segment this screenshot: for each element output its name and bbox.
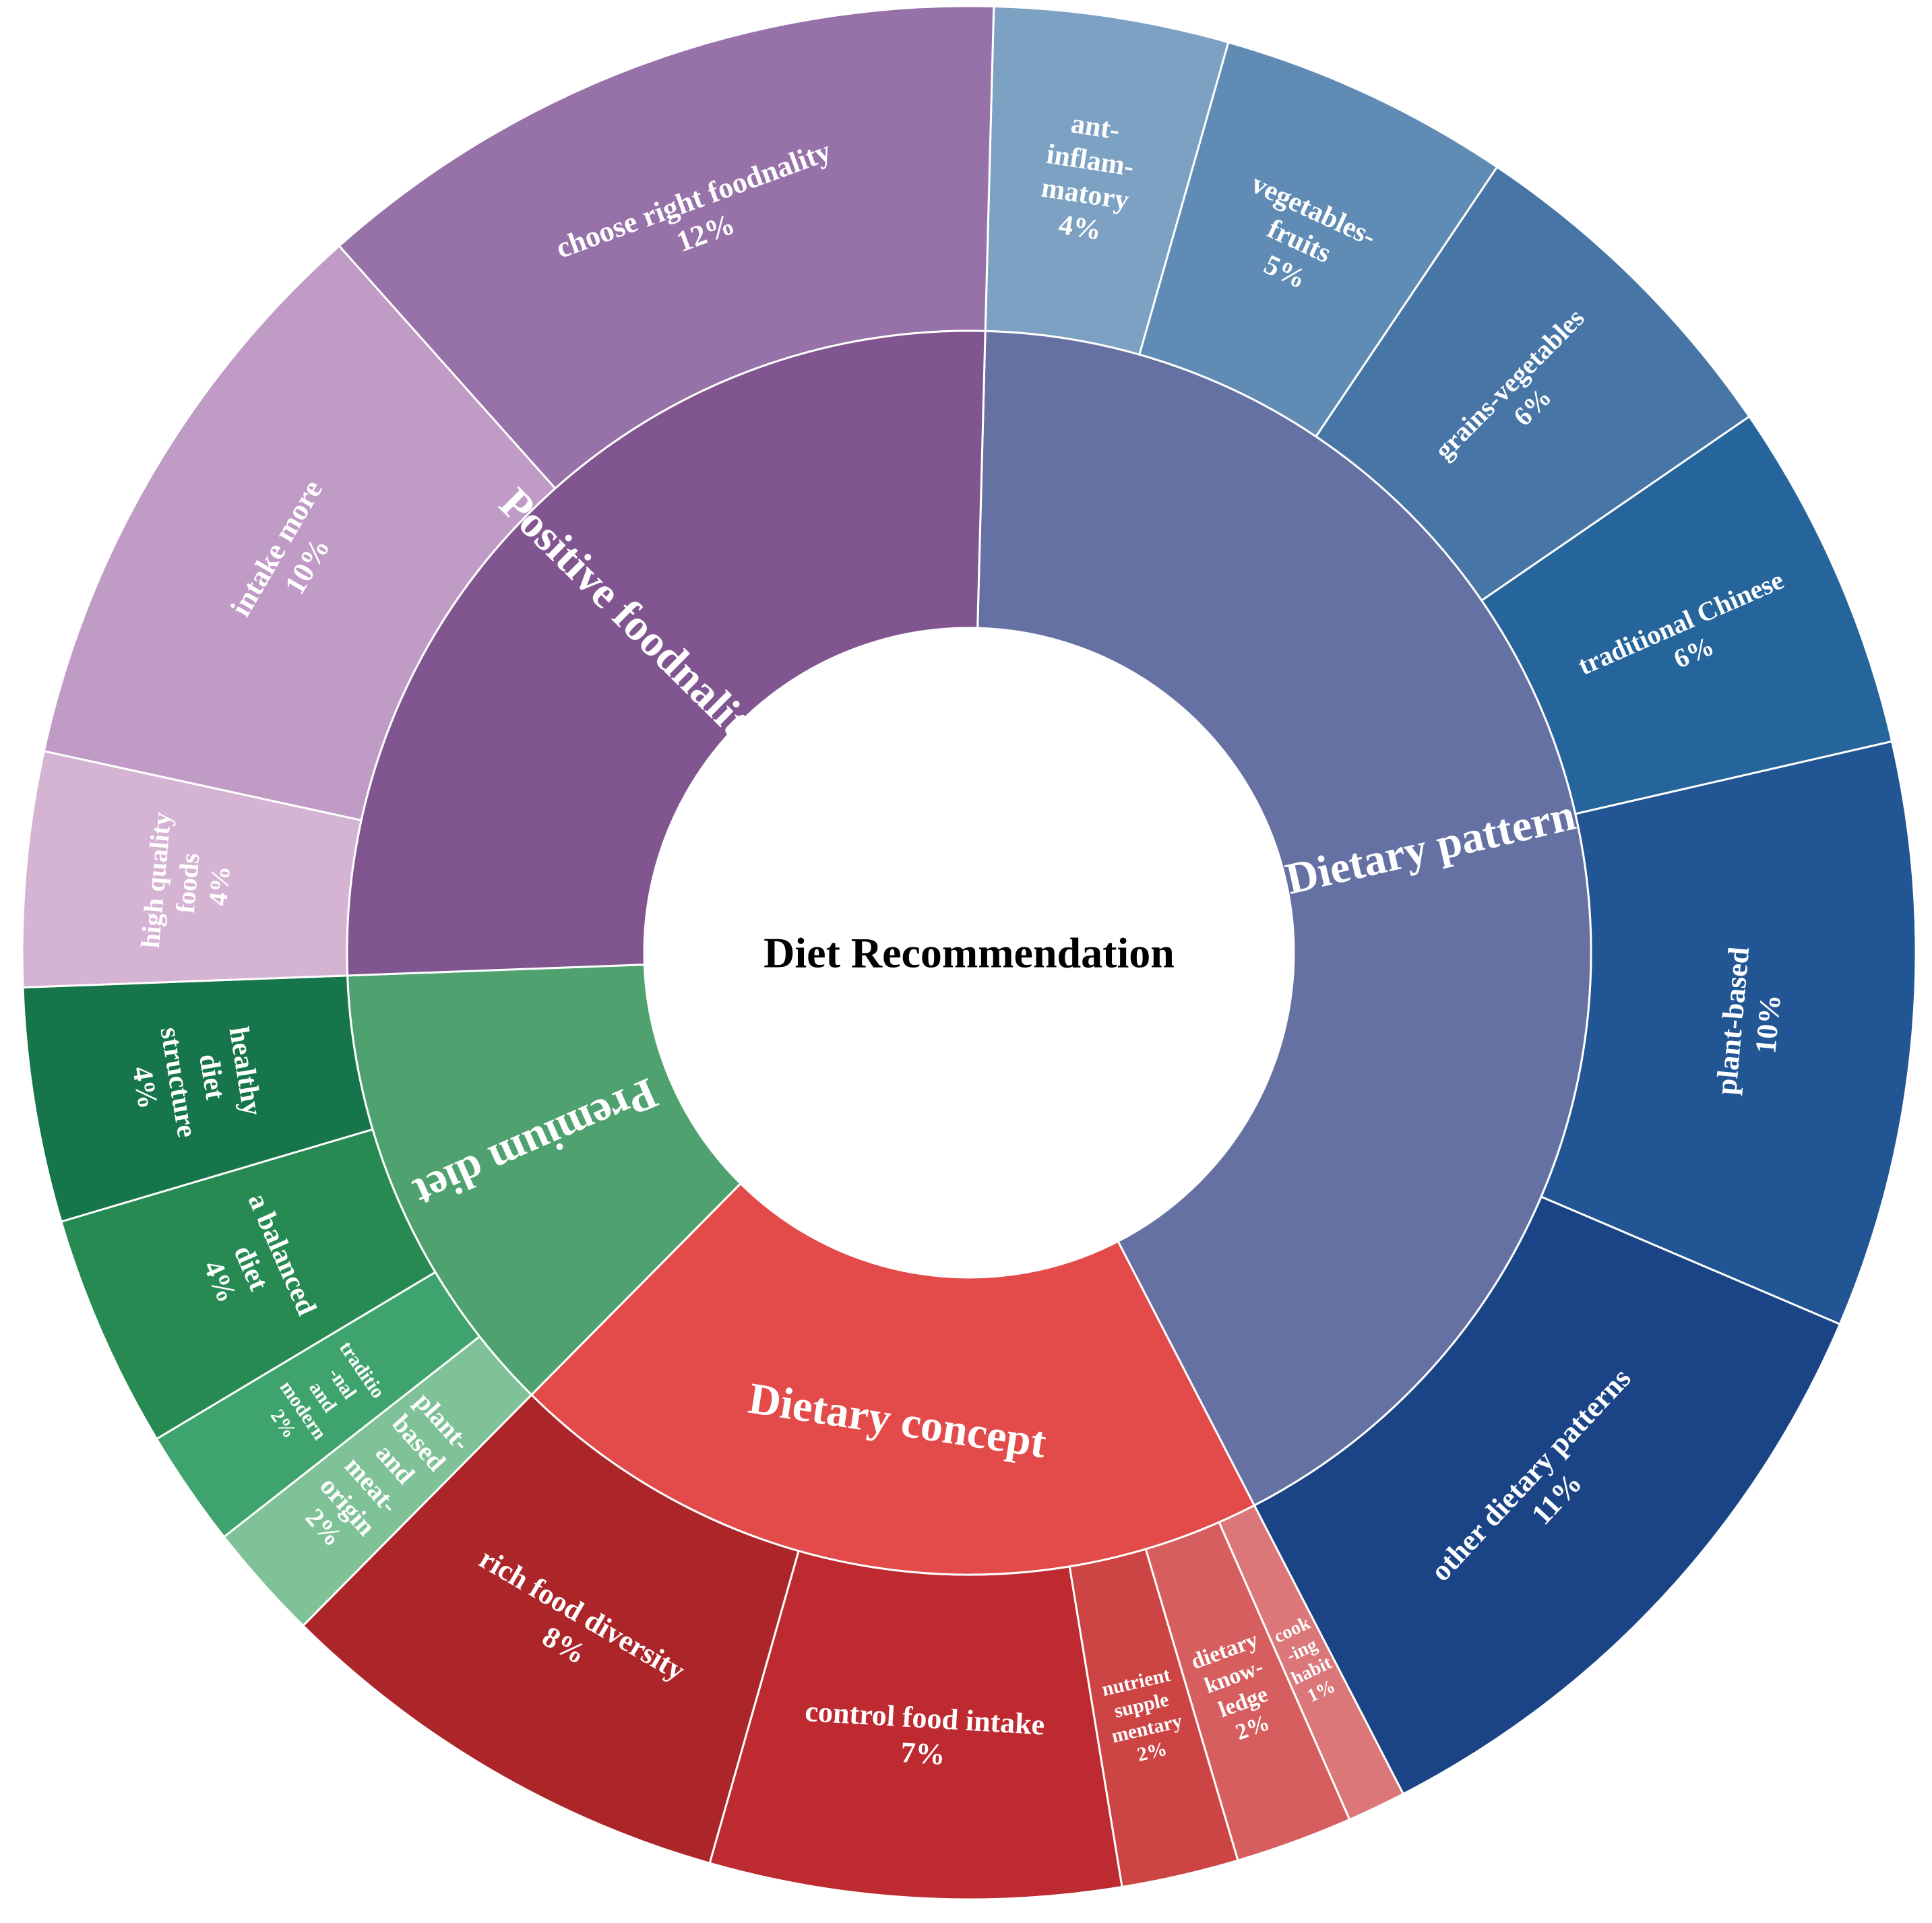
segment-high-quality-foods-percent: 4% bbox=[203, 864, 236, 907]
chart-title: Diet Recommendation bbox=[764, 929, 1175, 977]
inner-ring bbox=[346, 329, 1592, 1576]
segment-high-quality-foods-label-line: foods bbox=[170, 852, 206, 914]
segment-healthy-diet-structure-label-line: diet bbox=[193, 1052, 230, 1102]
segment-control-food-intake-percent: 7% bbox=[900, 1736, 946, 1771]
segment-healthy-diet-structure-percent: 4% bbox=[126, 1065, 164, 1112]
segment-plant-based-percent: 10% bbox=[1749, 993, 1787, 1055]
segment-ant-inflam-matory-percent: 4% bbox=[1057, 210, 1103, 247]
segment-ant-inflam-matory-label-line: ant- bbox=[1069, 108, 1121, 146]
outer-ring bbox=[21, 5, 1917, 1901]
center-hole bbox=[644, 628, 1294, 1278]
segment-premium-diet bbox=[346, 964, 743, 1397]
